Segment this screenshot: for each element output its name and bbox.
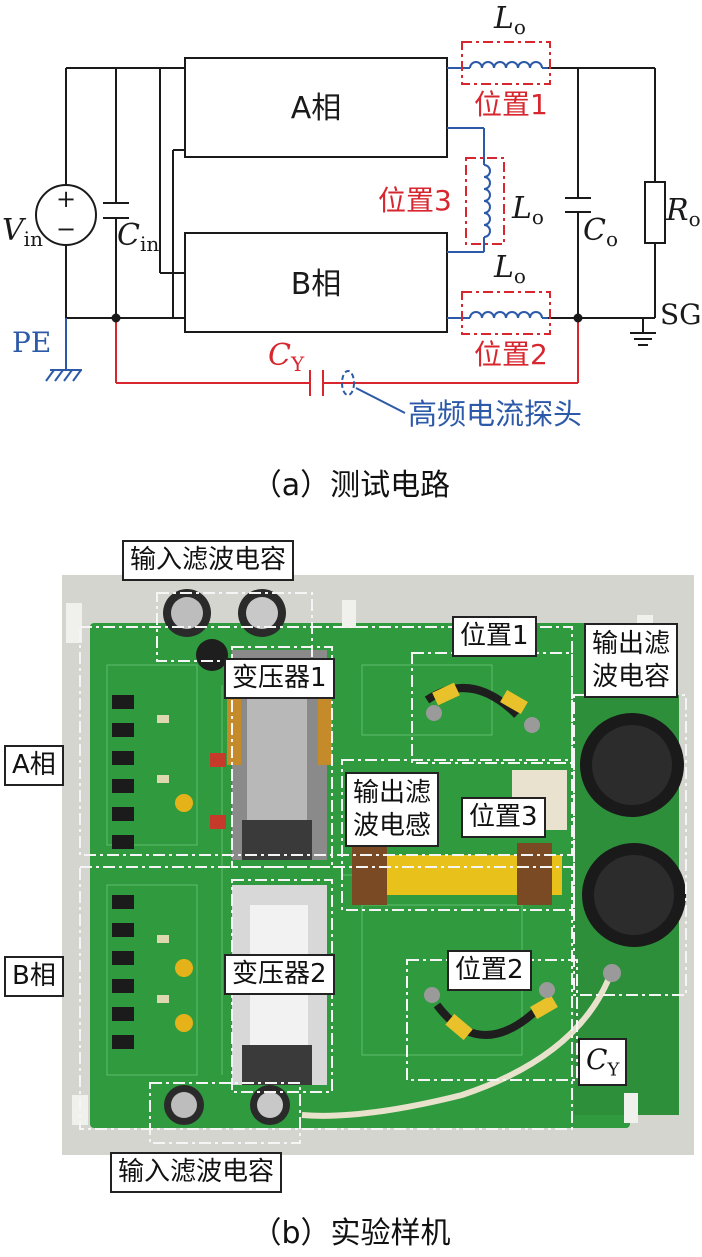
- cin-label: Cin: [117, 218, 159, 256]
- current-probe-icon: [341, 370, 355, 396]
- position2-label: 位置2: [474, 338, 548, 371]
- tag-position3: 位置3: [461, 797, 546, 839]
- phase-a-label: A相: [291, 91, 342, 126]
- tag-position2: 位置2: [447, 950, 532, 992]
- output-capacitor-line1: 输出滤: [592, 629, 671, 659]
- probe-label: 高频电流探头: [408, 397, 582, 431]
- cy-label: CY: [268, 338, 305, 376]
- position3-box: [465, 157, 505, 245]
- cy-tag-sub: Y: [607, 1059, 620, 1081]
- source-minus: −: [56, 215, 76, 243]
- tag-position1: 位置1: [452, 616, 537, 658]
- output-capacitor-line2: 波电容: [592, 661, 671, 692]
- prototype-photo: [62, 575, 694, 1155]
- caption-b: （b）实验样机: [251, 1216, 451, 1251]
- position1-label: 位置1: [474, 88, 548, 121]
- pe-label: PE: [12, 326, 51, 359]
- tag-input-capacitor-bottom: 输入滤波电容: [110, 1152, 283, 1194]
- position1-box: [461, 41, 551, 85]
- voltage-source-icon: [35, 184, 97, 246]
- position2-box: [461, 291, 551, 335]
- sg-label: SG: [660, 298, 702, 331]
- lo-label-top: Lo: [493, 1, 526, 39]
- tag-output-inductor: 输出滤 波电感: [345, 772, 440, 847]
- tag-phase-b: B相: [4, 956, 64, 998]
- tag-transformer2: 变压器2: [224, 954, 335, 996]
- output-inductor-line1: 输出滤: [353, 778, 432, 808]
- co-label: Co: [583, 213, 618, 251]
- cy-tag-symbol: C: [586, 1043, 608, 1076]
- tag-input-capacitor-top: 输入滤波电容: [122, 540, 295, 582]
- phase-a-box: [184, 57, 448, 158]
- tag-phase-a: A相: [4, 745, 64, 787]
- ro-label: Ro: [665, 193, 701, 231]
- caption-a: （a）测试电路: [251, 468, 451, 503]
- lo-label-mid: Lo: [511, 191, 544, 229]
- tag-cy: CY: [578, 1038, 628, 1087]
- position3-label: 位置3: [378, 184, 452, 217]
- output-inductor-line2: 波电感: [353, 810, 432, 841]
- lo-label-bottom: Lo: [493, 250, 526, 288]
- source-plus: +: [56, 185, 76, 213]
- phase-b-label: B相: [291, 267, 342, 302]
- tag-output-capacitor: 输出滤 波电容: [584, 623, 679, 698]
- tag-transformer1: 变压器1: [224, 658, 335, 700]
- circuit-diagram: + − A相 B相 Vin Cin Lo Lo Lo Co Ro CY 位置: [2, 1, 702, 431]
- vin-label: Vin: [2, 213, 43, 251]
- resistor-ro: [644, 181, 666, 244]
- phase-b-box: [184, 232, 448, 333]
